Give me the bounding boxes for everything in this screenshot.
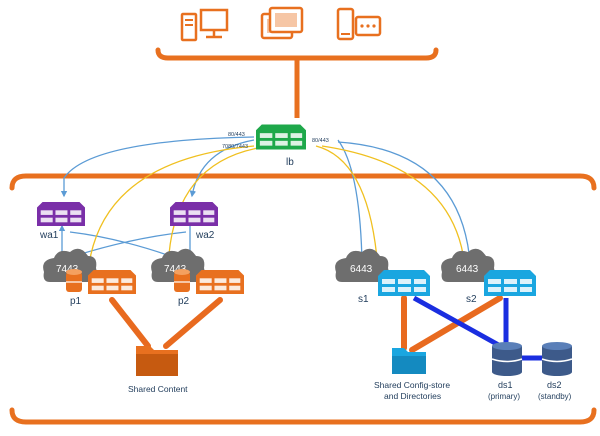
s2-label: s2 <box>466 294 477 305</box>
site-brace-top <box>9 173 597 191</box>
p1-cloud-icon <box>43 248 98 282</box>
wa2-label: wa2 <box>195 230 215 241</box>
s2-port-label: 6443 <box>456 264 479 275</box>
s1-server[interactable] <box>378 270 430 296</box>
site-brace-bottom <box>9 407 597 425</box>
ds1-label: ds1 <box>498 380 513 390</box>
p2-db-icon <box>174 269 190 292</box>
p1-db-icon <box>66 269 82 292</box>
ds2-role-label: (standby) <box>538 392 572 401</box>
s2-server[interactable] <box>484 270 536 296</box>
port-label-c: 80/443 <box>312 138 329 144</box>
wa1-server[interactable] <box>37 202 85 226</box>
mobile-client-icon <box>336 7 382 41</box>
wa2-server[interactable] <box>170 202 218 226</box>
ds1-role-label: (primary) <box>488 392 520 401</box>
p1-port-label: 7443 <box>56 264 79 275</box>
shared-content-folder-icon <box>136 346 178 376</box>
ds2-label: ds2 <box>547 380 562 390</box>
lb-links-blue <box>58 136 473 264</box>
port-label-b: 7080/7443 <box>222 144 248 150</box>
ds2-database-icon[interactable] <box>541 342 573 376</box>
storage-links-orange <box>109 295 503 353</box>
p2-label: p2 <box>178 296 190 307</box>
p1-server[interactable] <box>88 270 136 294</box>
p2-server[interactable] <box>196 270 244 294</box>
port-label-a: 80/443 <box>228 132 245 138</box>
s2-cloud-icon <box>441 248 496 282</box>
p2-cloud-icon <box>151 248 206 282</box>
config-store-label-1: Shared Config-store <box>374 380 450 390</box>
shared-content-label: Shared Content <box>128 384 188 394</box>
wa1-label: wa1 <box>39 230 59 241</box>
s1-cloud-icon <box>335 248 390 282</box>
desktop-client-icon <box>180 8 229 42</box>
load-balancer-server[interactable] <box>256 124 306 150</box>
client-bus <box>155 47 439 118</box>
s1-label: s1 <box>358 294 369 305</box>
p2-port-label: 7443 <box>164 264 187 275</box>
lb-label: lb <box>286 157 294 168</box>
tablet-client-icon <box>260 6 304 40</box>
datastore-links-navy <box>412 295 542 361</box>
lb-links-yellow <box>85 145 465 274</box>
s1-port-label: 6443 <box>350 264 373 275</box>
config-store-folder-icon <box>392 348 426 374</box>
config-store-label-2: and Directories <box>384 391 441 401</box>
ds1-database-icon[interactable] <box>491 342 523 376</box>
p1-label: p1 <box>70 296 82 307</box>
